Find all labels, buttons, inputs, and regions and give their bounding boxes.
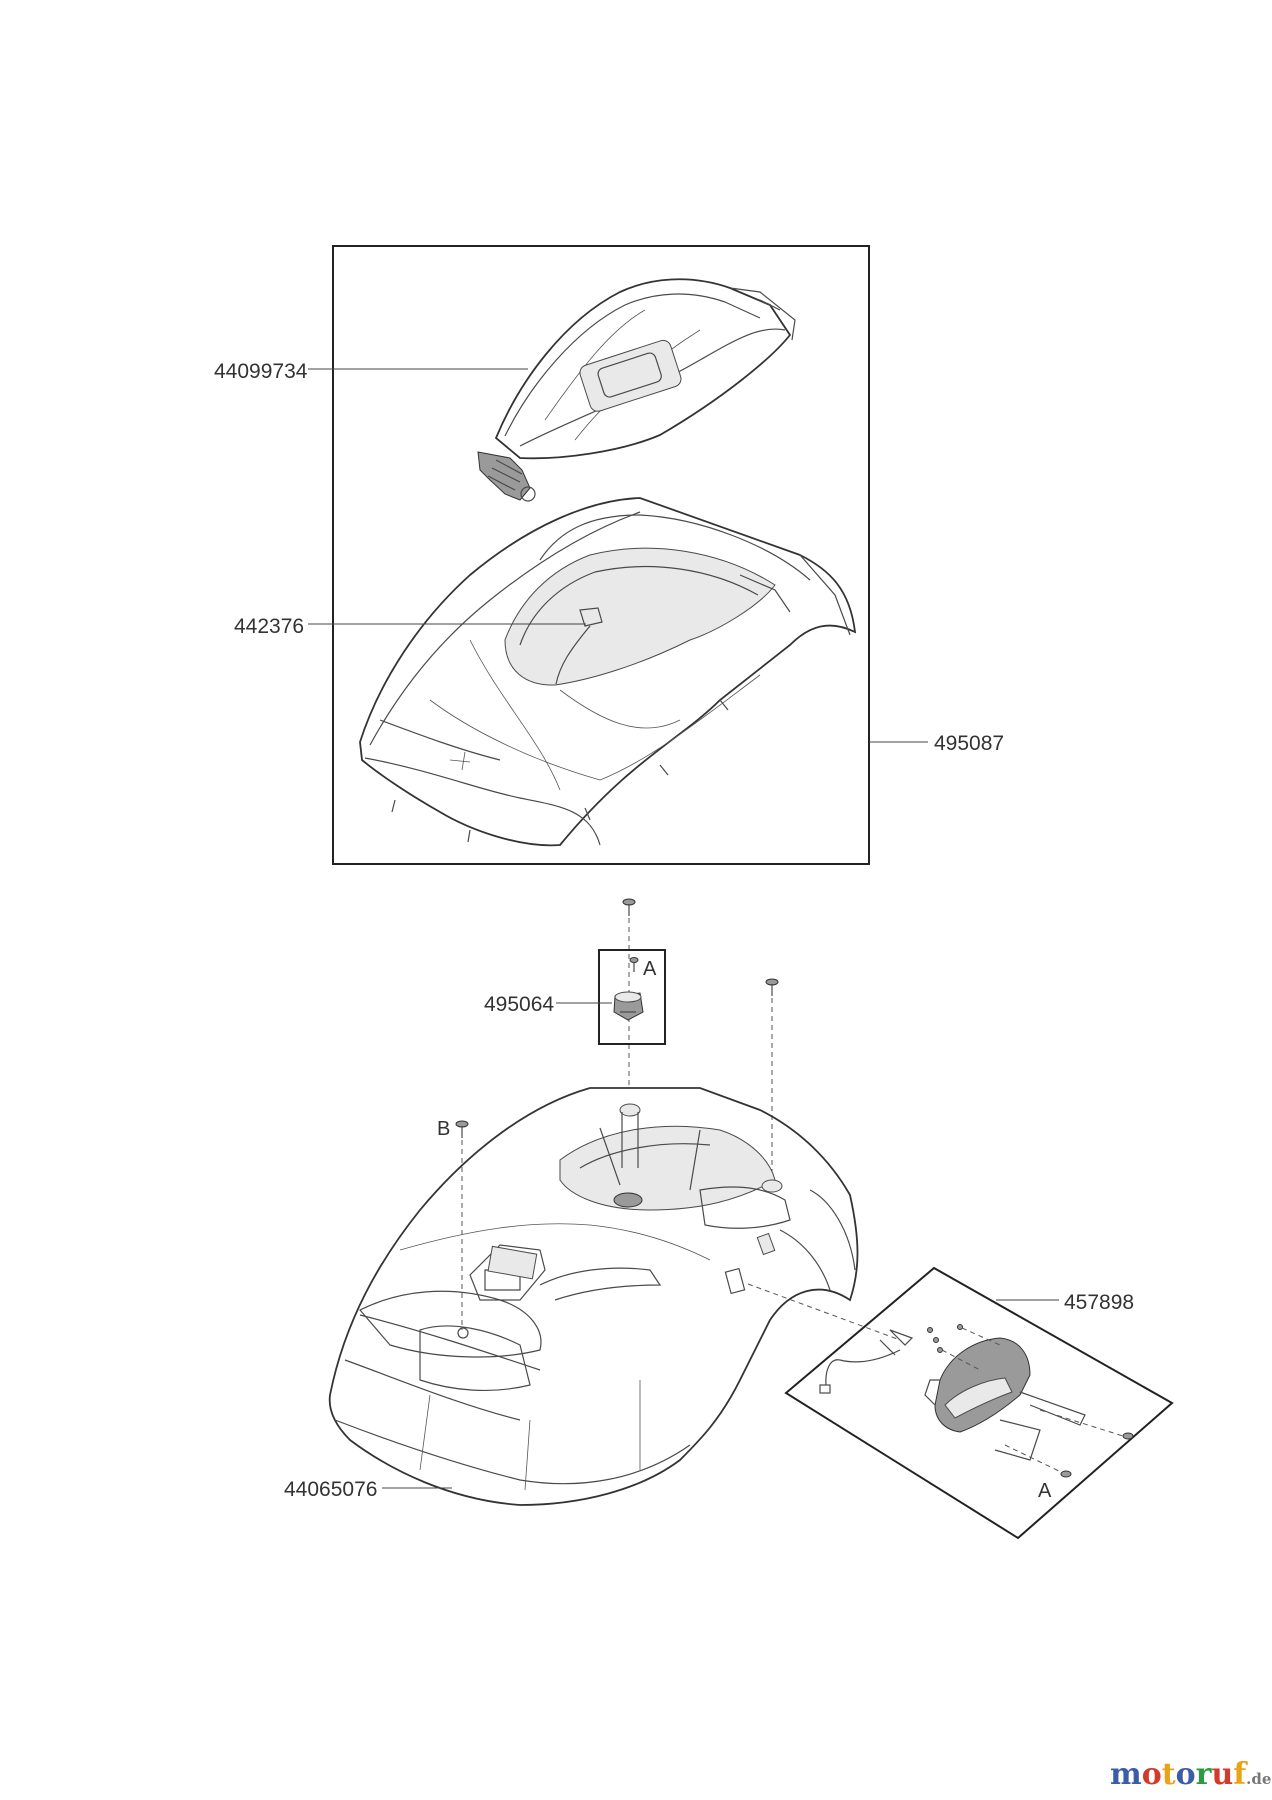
screw-b: [455, 1120, 469, 1138]
watermark-letter: o: [1142, 1757, 1162, 1792]
part-number-44065076: 44065076: [284, 1478, 377, 1501]
watermark-letter: f: [1233, 1757, 1248, 1792]
part-number-442376: 442376: [234, 615, 304, 638]
chassis-housing-drawing: [328, 1087, 859, 1506]
part-number-495064: 495064: [484, 993, 554, 1016]
watermark-letter: r: [1196, 1757, 1213, 1792]
part-number-495087: 495087: [934, 732, 1004, 755]
part-number-457898: 457898: [1064, 1291, 1134, 1314]
small-screw-a: [629, 957, 639, 972]
ref-a-bottom: A: [1038, 1480, 1052, 1502]
right-screw: [765, 978, 779, 996]
pivot-insert-frame: [598, 949, 666, 1045]
watermark-letter: o: [1176, 1757, 1196, 1792]
display-kit-frame: [784, 1266, 1174, 1540]
watermark-logo: motoruf.de: [1110, 1757, 1271, 1792]
watermark-suffix: .de: [1246, 1770, 1271, 1788]
watermark-letter: u: [1211, 1757, 1233, 1792]
part-number-44099734: 44099734: [214, 360, 308, 383]
upper-assembly-frame: [332, 245, 870, 865]
watermark-letter: t: [1162, 1757, 1176, 1792]
ref-b: B: [437, 1118, 450, 1140]
svg-text:motoruf.de: motoruf.de: [1110, 1757, 1271, 1792]
display-kit-drawing: [819, 1324, 1134, 1478]
top-screw: [622, 898, 636, 916]
axis-display-kit: [747, 1283, 901, 1341]
hatch-lid-drawing: [477, 278, 796, 502]
watermark-letter: m: [1110, 1757, 1142, 1792]
pivot-insert-drawing: [613, 991, 644, 1021]
upper-cover-drawing: [359, 497, 857, 847]
ref-a-top: A: [643, 958, 657, 980]
